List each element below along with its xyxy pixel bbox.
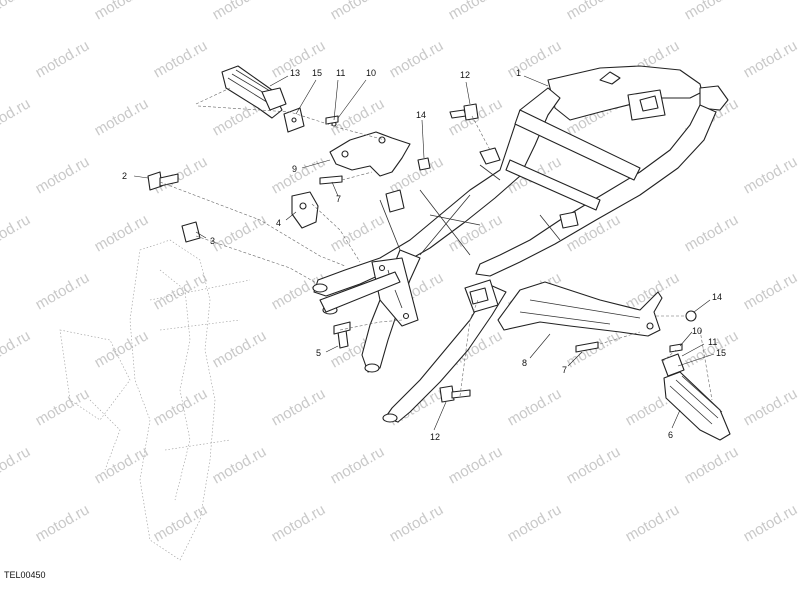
watermark-text: motod.ru	[210, 443, 270, 487]
watermark-text: motod.ru	[741, 385, 800, 429]
left-footpeg-assembly	[221, 65, 479, 185]
watermark-text: motod.ru	[210, 327, 270, 371]
watermark-text: motod.ru	[33, 385, 93, 429]
watermark-text: motod.ru	[328, 443, 388, 487]
callout-label: 1	[516, 68, 521, 78]
watermark-text: motod.ru	[623, 501, 683, 545]
callout-label: 5	[316, 348, 321, 358]
callout-label: 12	[430, 432, 440, 442]
watermark-text: motod.ru	[33, 153, 93, 197]
right-footpeg-assembly	[497, 281, 731, 441]
watermark-text: motod.ru	[387, 37, 447, 81]
watermark-text: motod.ru	[92, 0, 152, 23]
watermark-text: motod.ru	[0, 443, 33, 487]
watermark-text: motod.ru	[0, 0, 33, 23]
callout-label: 12	[460, 70, 470, 80]
watermark-text: motod.ru	[741, 37, 800, 81]
callout-label: 7	[562, 365, 567, 375]
assembly-guide-lines	[159, 87, 713, 401]
watermark-text: motod.ru	[682, 211, 742, 255]
callout-label: 15	[312, 68, 322, 78]
watermark-text: motod.ru	[210, 0, 270, 23]
watermark-text: motod.ru	[682, 0, 742, 23]
callout-label: 11	[336, 68, 345, 78]
watermark-text: motod.ru	[505, 501, 565, 545]
watermark-text: motod.ru	[0, 327, 33, 371]
diagram-code: TEL00450	[4, 570, 46, 580]
callout-label: 10	[366, 68, 376, 78]
callout-label: 11	[708, 337, 717, 347]
watermark-text: motod.ru	[741, 501, 800, 545]
watermark-text: motod.ru	[741, 269, 800, 313]
callout-label: 7	[336, 194, 341, 204]
watermark-text: motod.ru	[328, 211, 388, 255]
rear-subframe	[312, 65, 729, 423]
watermark-text: motod.ru	[564, 0, 624, 23]
watermark-text: motod.ru	[92, 95, 152, 139]
callout-label: 13	[290, 68, 300, 78]
watermark-text: motod.ru	[0, 95, 33, 139]
watermark-text: motod.ru	[564, 443, 624, 487]
watermark-text: motod.ru	[741, 153, 800, 197]
callout-label: 2	[122, 171, 127, 181]
watermark-text: motod.ru	[33, 269, 93, 313]
watermark-text: motod.ru	[92, 327, 152, 371]
callout-label: 14	[416, 110, 426, 120]
watermark-text: motod.ru	[387, 501, 447, 545]
watermark-text: motod.ru	[151, 385, 211, 429]
watermark-text: motod.ru	[446, 0, 506, 23]
callout-label: 6	[668, 430, 673, 440]
callout-label: 4	[276, 218, 281, 228]
watermark-text: motod.ru	[328, 0, 388, 23]
watermark-text: motod.ru	[33, 501, 93, 545]
callout-label: 15	[716, 348, 726, 358]
callout-leaders	[133, 75, 715, 431]
watermark-text: motod.ru	[505, 37, 565, 81]
watermark-text: motod.ru	[33, 37, 93, 81]
callout-label: 8	[522, 358, 527, 368]
watermark-text: motod.ru	[151, 269, 211, 313]
misc-fasteners	[147, 171, 471, 403]
watermark-text: motod.ru	[0, 211, 33, 255]
callout-label: 9	[292, 164, 297, 174]
watermark-text: motod.ru	[151, 501, 211, 545]
watermark-text: motod.ru	[505, 385, 565, 429]
engine-ghost-outline	[59, 239, 251, 561]
callout-label: 3	[210, 236, 215, 246]
callout-labels: 1 2 3 4 5 6 7 7 8 9 10 10 11 11 12 12 13…	[122, 68, 726, 442]
watermark-text: motod.ru	[269, 385, 329, 429]
watermark-text: motod.ru	[269, 501, 329, 545]
watermark-text: motod.ru	[210, 211, 270, 255]
watermark-text: motod.ru	[269, 153, 329, 197]
watermark-text: motod.ru	[446, 443, 506, 487]
watermark-text: motod.ru	[682, 443, 742, 487]
watermark-text: motod.ru	[151, 37, 211, 81]
callout-label: 10	[692, 326, 702, 336]
callout-label: 14	[712, 292, 722, 302]
watermark-text: motod.ru	[92, 211, 152, 255]
